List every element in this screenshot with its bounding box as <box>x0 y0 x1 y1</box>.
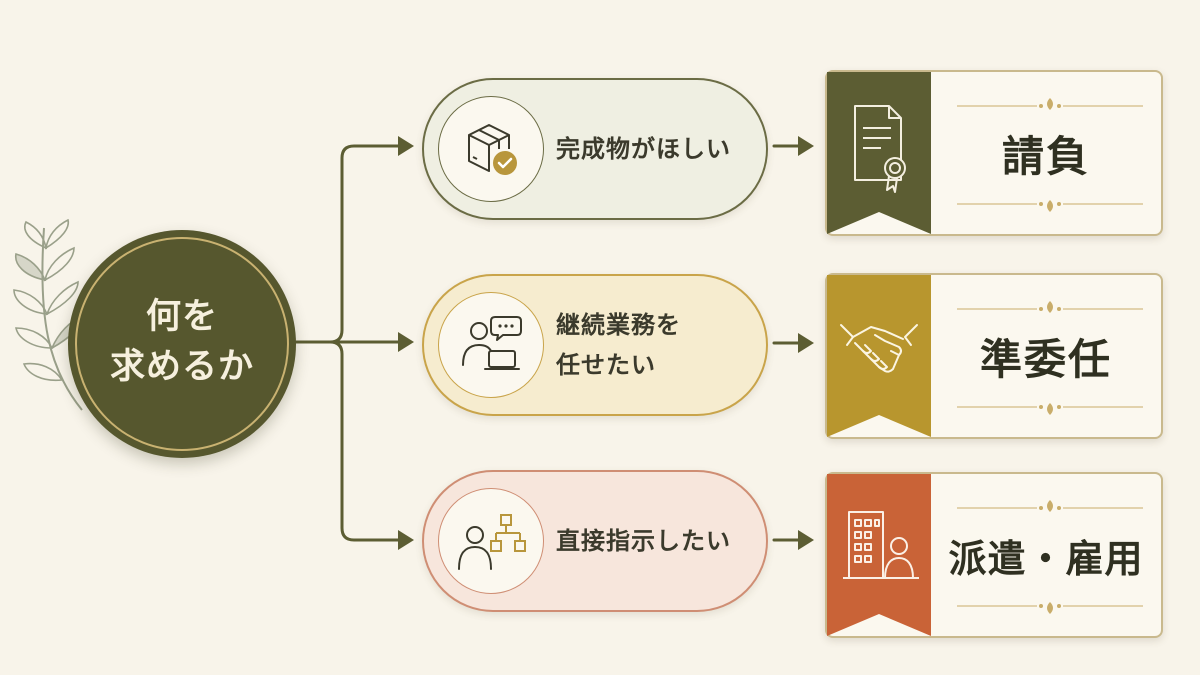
result-title: 準委任 <box>979 334 1112 384</box>
result-title: 請負 <box>1001 131 1090 181</box>
arrow-head <box>398 530 414 550</box>
arrow-head <box>798 530 814 550</box>
option-deliverable: 完成物がほしい <box>422 78 768 220</box>
result-card-contract: 請負 <box>825 70 1163 236</box>
option-label: 完成物がほしい <box>556 134 731 163</box>
arrow-head <box>798 333 814 353</box>
ornament-divider <box>957 96 1143 116</box>
arrow-head <box>398 136 414 156</box>
result-card-dispatch-employment: 派遣・雇用 <box>825 472 1163 638</box>
option-direct-instruction: 直接指示したい <box>422 470 768 612</box>
central-question-line-1: 何を <box>145 296 218 337</box>
arrow-head <box>398 332 414 352</box>
ornament-divider <box>957 498 1143 518</box>
result-card-quasi-mandate: 準委任 <box>825 273 1163 439</box>
option-ongoing-work: 継続業務を 任せたい <box>422 274 768 416</box>
person-laptop-chat-icon <box>438 292 544 398</box>
central-question-circle: 何を 求めるか <box>68 230 296 458</box>
option-label: 継続業務を 任せたい <box>556 276 752 414</box>
result-title: 派遣・雇用 <box>948 535 1144 581</box>
ornament-divider <box>957 299 1143 319</box>
building-person-icon <box>827 474 931 636</box>
handshake-icon <box>827 275 931 437</box>
central-question-line-2: 求めるか <box>109 346 254 387</box>
certificate-icon <box>827 72 931 234</box>
option-label: 直接指示したい <box>556 526 731 555</box>
ornament-divider <box>957 596 1143 616</box>
option-label-line-2: 任せたい <box>556 350 656 379</box>
ornament-divider <box>957 194 1143 214</box>
arrow-head <box>798 136 814 156</box>
option-label-line-1: 継続業務を <box>556 310 681 339</box>
person-org-chart-icon <box>438 488 544 594</box>
ornament-divider <box>957 397 1143 417</box>
package-check-icon <box>438 96 544 202</box>
central-question-text: 何を 求めるか <box>68 292 296 392</box>
